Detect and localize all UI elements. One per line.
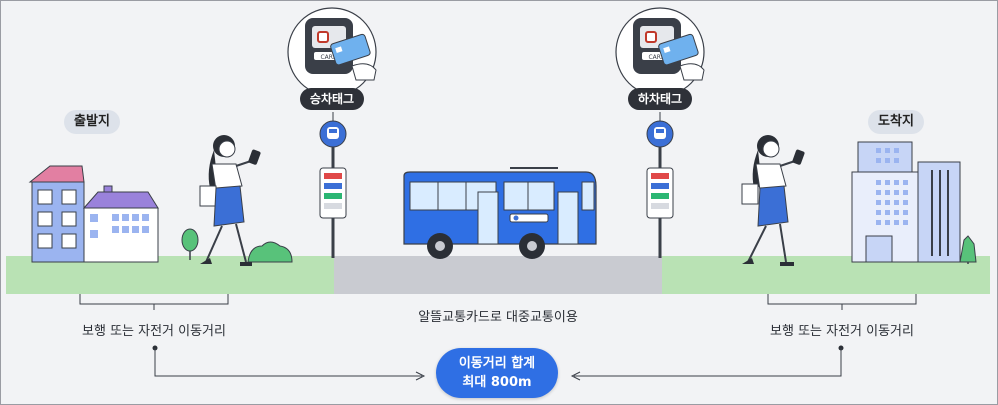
bus-stop-sign-icon <box>646 112 674 258</box>
right-walk-bracket <box>767 294 917 305</box>
walk-distance-left-label: 보행 또는 자전거 이동거리 <box>82 324 226 339</box>
card-reader-text-left: CARD <box>320 54 337 61</box>
card-reader-icon: CARD <box>615 7 705 97</box>
person-walking-phone-icon <box>741 135 805 266</box>
bus-stop-sign-icon <box>319 112 347 258</box>
road <box>334 256 662 294</box>
total-distance-value: 최대 800m <box>462 375 532 390</box>
building-icon <box>851 141 961 263</box>
tree-icon <box>959 235 977 264</box>
house-icon <box>28 165 159 263</box>
tree-icon <box>181 228 199 260</box>
card-reader-icon: CARD <box>287 7 377 97</box>
arrow-left-icon <box>574 348 842 377</box>
boarding-tag-label: 승차태그 <box>300 88 364 110</box>
arrival-label: 도착지 <box>868 110 924 134</box>
transit-label: 알뜰교통카드로 대중교통이용 <box>418 310 578 325</box>
total-distance-badge: 이동거리 합계 최대 800m <box>436 348 558 398</box>
left-walk-bracket <box>79 294 229 305</box>
walk-distance-right-label: 보행 또는 자전거 이동거리 <box>770 324 914 339</box>
person-walking-phone-icon <box>199 135 261 266</box>
total-distance-title: 이동거리 합계 <box>458 356 536 371</box>
alighting-tag-label: 하차태그 <box>628 88 692 110</box>
card-reader-text-right: CARD <box>648 54 665 61</box>
bus-icon <box>403 167 597 259</box>
arrow-right-icon <box>154 348 422 377</box>
bush-icon <box>247 241 293 263</box>
departure-label: 출발지 <box>64 110 120 134</box>
